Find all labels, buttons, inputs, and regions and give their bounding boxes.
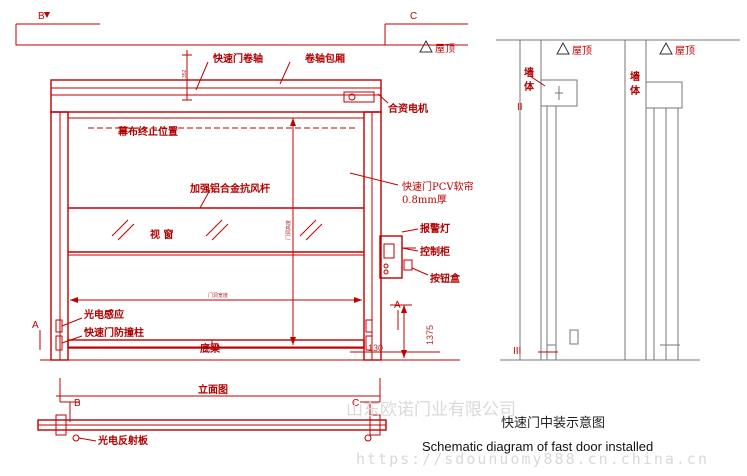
label-motor: 合资电机: [387, 102, 428, 115]
section-b-top: B: [38, 11, 45, 22]
dim-1375: 1375: [425, 325, 435, 345]
label-wind-bar: 加强铝合金抗风杆: [189, 182, 270, 195]
caption-english: Schematic diagram of fast door installed: [422, 439, 653, 454]
label-photo-sensor: 光电感应: [83, 308, 124, 321]
top-section-lines: [15, 12, 468, 46]
label-roof-2: 屋顶: [572, 45, 592, 57]
label-shaft-cover: 卷轴包厢: [304, 52, 345, 65]
dim-352: 352: [182, 69, 188, 78]
label-wall-1: 墙: [524, 66, 534, 79]
label-wall-2b: 体: [630, 84, 641, 97]
label-wall-2: 墙: [630, 70, 640, 83]
label-front-view: 立面图: [198, 383, 228, 396]
label-window: 视 窗: [150, 228, 173, 241]
label-reflector: 光电反射板: [97, 434, 149, 447]
dim-130: 130: [368, 343, 383, 353]
dim-width: 门洞宽度: [208, 292, 228, 299]
roof-marks: [419, 39, 673, 55]
label-pvc-curtain: 快速门PCV软帘: [402, 180, 474, 193]
label-bottom-beam: 底梁: [200, 342, 221, 355]
plan-view: [37, 378, 387, 442]
door-frame: [40, 79, 460, 361]
section-b-plan: B: [74, 398, 81, 409]
section-iii-label: III: [513, 346, 521, 357]
section-c-plan: C: [352, 398, 359, 409]
section-a-right: A: [394, 300, 401, 311]
section-c-top: C: [410, 11, 417, 22]
label-control-box: 控制柜: [420, 245, 450, 258]
leader-lines: [61, 61, 429, 347]
label-roof-1: 屋顶: [435, 43, 455, 55]
dim-height: 门洞高度: [285, 220, 292, 240]
section-ii-label: II: [517, 102, 523, 113]
label-button-box: 按钮盒: [430, 272, 461, 285]
side-sections: [496, 39, 740, 361]
section-a-marks: [39, 310, 399, 350]
caption-chinese: 快速门中装示意图: [501, 415, 605, 431]
label-alarm-light: 报警灯: [420, 222, 450, 235]
label-wall-1b: 体: [524, 80, 535, 93]
label-anti-collision-post: 快速门防撞柱: [83, 326, 144, 339]
label-roof-3: 屋顶: [675, 45, 695, 57]
section-a-left: A: [32, 320, 39, 331]
label-roller-shaft: 快速门卷轴: [212, 52, 263, 65]
watermark-url: https://sdounuomy888.cn.china.cn: [356, 450, 709, 468]
dimension-lines: [70, 50, 440, 358]
label-pvc-thickness: 0.8mm厚: [402, 194, 447, 206]
watermark-company: 山东欧诺门业有限公司: [346, 400, 516, 420]
label-curtain-stop: 幕布终止位置: [117, 125, 178, 138]
